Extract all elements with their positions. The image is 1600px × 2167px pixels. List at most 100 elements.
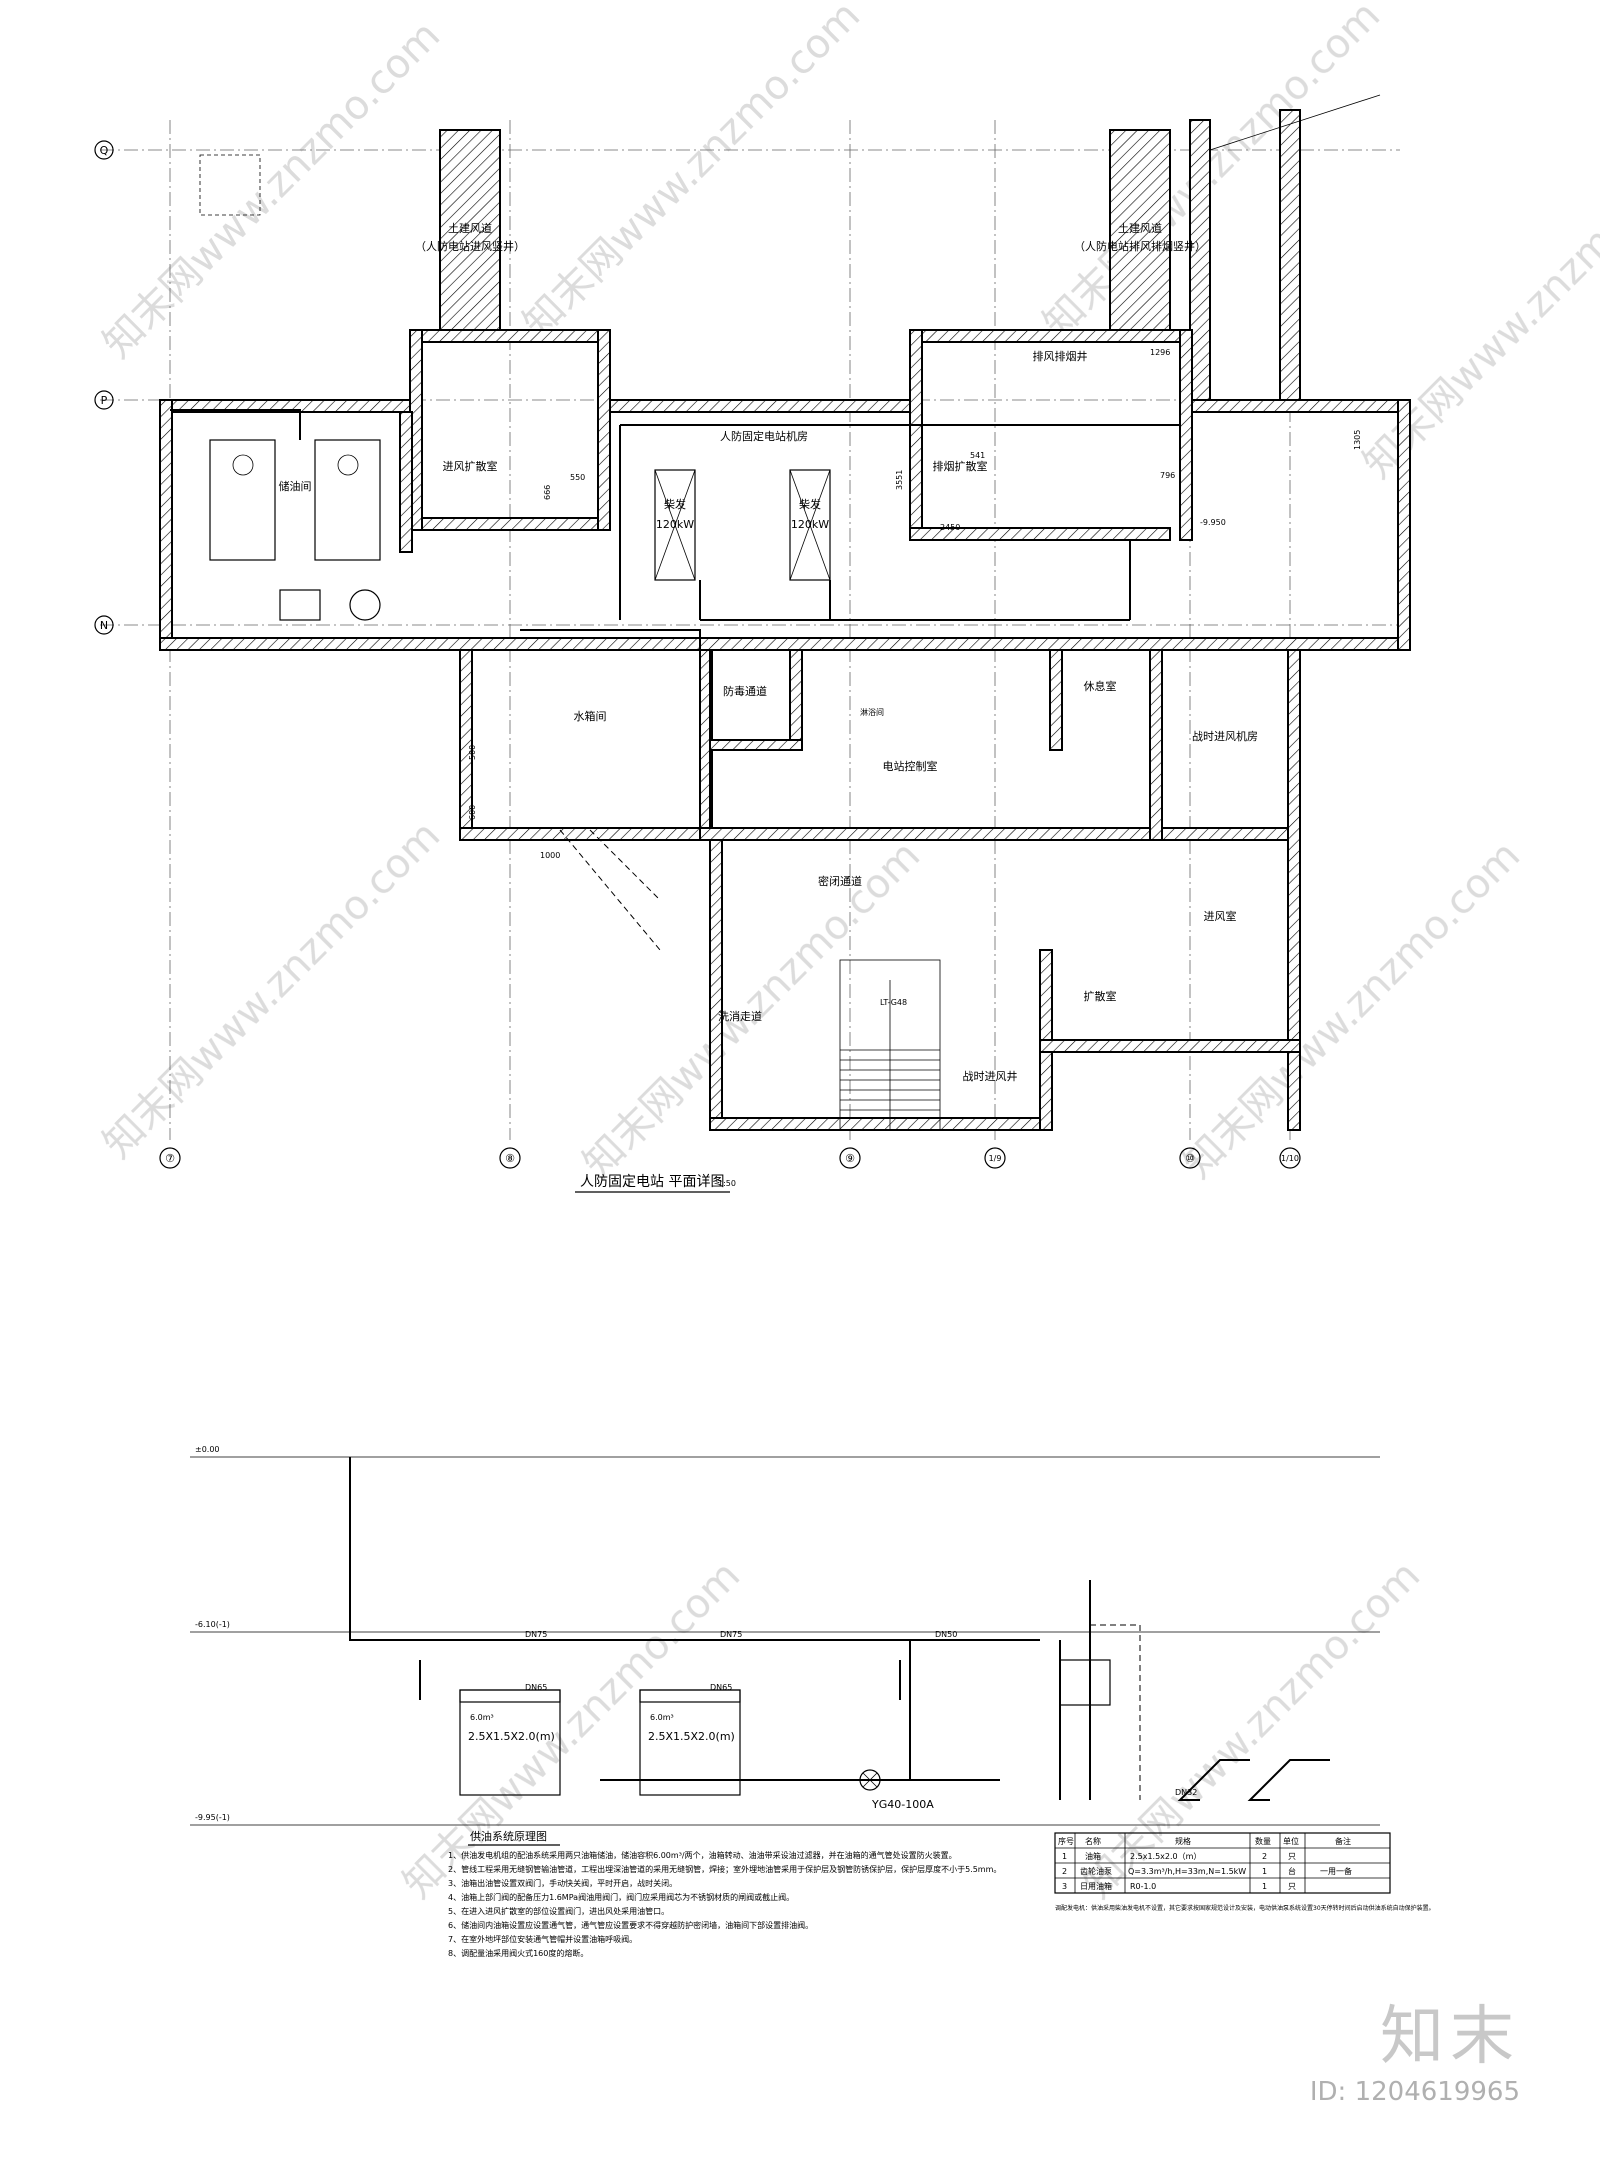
svg-text:油箱: 油箱	[1085, 1851, 1101, 1861]
oil-tanks-plan	[209, 439, 381, 621]
axis-bubble-q	[94, 140, 114, 160]
axis-bubble-8	[499, 1147, 521, 1169]
svg-text:R0-1.0: R0-1.0	[1130, 1882, 1156, 1891]
svg-text:DN65: DN65	[710, 1683, 732, 1692]
brand-id: ID: 1204619965	[1309, 2077, 1520, 2107]
svg-text:2: 2	[1262, 1852, 1267, 1861]
svg-text:5、在进入进风扩散室的部位设置阀门，进出风处采用油管口。: 5、在进入进风扩散室的部位设置阀门，进出风处采用油管口。	[448, 1906, 669, 1916]
shaft-left-sub: （人防电站进风竖井）	[415, 239, 525, 253]
svg-text:知末网www.znzmo.com: 知末网www.znzmo.com	[1175, 833, 1530, 1188]
brand-name: 知末	[1380, 2000, 1520, 2074]
day-tank	[1059, 1659, 1111, 1706]
svg-text:2、管线工程采用无缝钢管输油管道，工程出埋深油管道的采用无缝: 2、管线工程采用无缝钢管输油管道，工程出埋深油管道的采用无缝钢管，焊接；室外埋地…	[448, 1864, 1001, 1874]
shaft-left-title: 土建风道	[448, 221, 492, 235]
svg-text:DN65: DN65	[525, 1683, 547, 1692]
axis-bubble-9	[839, 1147, 861, 1169]
svg-text:±0.00: ±0.00	[195, 1445, 220, 1454]
svg-text:1: 1	[1262, 1867, 1267, 1876]
generator-1	[654, 469, 696, 581]
svg-text:⑧: ⑧	[505, 1152, 515, 1165]
svg-text:3、油箱出油管设置双阀门，手动快关阀，平时开启，战时关闭。: 3、油箱出油管设置双阀门，手动快关阀，平时开启，战时关闭。	[448, 1878, 677, 1888]
watermark-layer: 知末网www.znzmo.com 知末网www.znzmo.com 知末网www…	[95, 0, 1600, 1907]
svg-text:序号: 序号	[1058, 1836, 1074, 1846]
svg-text:2: 2	[1062, 1867, 1067, 1876]
system-notes: 供油系统原理图 1、供油发电机组的配油系统采用两只油箱储油，储油容积6.00m³…	[448, 1829, 1001, 1958]
shafts: 土建风道 （人防电站进风竖井） 土建风道 （人防电站排风排烟竖井）	[199, 94, 1381, 411]
svg-text:550: 550	[570, 473, 585, 482]
svg-text:排风排烟井: 排风排烟井	[1033, 349, 1088, 363]
svg-text:休息室: 休息室	[1084, 679, 1117, 693]
svg-text:只: 只	[1288, 1852, 1296, 1861]
svg-text:600: 600	[468, 805, 477, 820]
svg-text:3: 3	[1062, 1882, 1067, 1891]
svg-text:进风室: 进风室	[1204, 909, 1237, 923]
svg-text:知末网www.znzmo.com: 知末网www.znzmo.com	[1035, 0, 1390, 347]
svg-text:3551: 3551	[895, 470, 904, 490]
stair: LT-G48	[840, 980, 940, 1130]
svg-text:数量: 数量	[1255, 1836, 1271, 1846]
svg-text:-6.10(-1): -6.10(-1)	[195, 1620, 230, 1629]
svg-text:500: 500	[468, 745, 477, 760]
shaft-right-title: 土建风道	[1118, 221, 1162, 235]
room-labels: 人防固定电站机房 进风扩散室 排风排烟井 排烟扩散室 储油间 水箱间 防毒通道 …	[279, 349, 1259, 1083]
svg-text:1305: 1305	[1353, 430, 1362, 450]
svg-text:N: N	[100, 619, 108, 632]
svg-text:1/10: 1/10	[1281, 1154, 1299, 1163]
svg-text:柴发: 柴发	[664, 497, 686, 511]
svg-text:洗消走道: 洗消走道	[718, 1009, 762, 1023]
svg-text:知末网www.znzmo.com: 知末网www.znzmo.com	[95, 13, 450, 368]
svg-text:8、调配量油采用阀火式160度的熔断。: 8、调配量油采用阀火式160度的熔断。	[448, 1948, 588, 1958]
svg-text:6.0m³: 6.0m³	[470, 1713, 494, 1722]
svg-text:4、油箱上部门阀的配备压力1.6MPa阀油用阀门，阀门应采用: 4、油箱上部门阀的配备压力1.6MPa阀油用阀门，阀门应采用阀芯为不锈钢材质的闸…	[448, 1892, 794, 1902]
axis-bubble-p	[94, 390, 114, 410]
svg-text:单位: 单位	[1283, 1836, 1299, 1846]
svg-text:⑩: ⑩	[1185, 1152, 1195, 1165]
svg-text:水箱间: 水箱间	[574, 709, 607, 723]
svg-text:1: 1	[1062, 1852, 1067, 1861]
svg-text:796: 796	[1160, 471, 1175, 480]
svg-text:知末网www.znzmo.com: 知末网www.znzmo.com	[1355, 133, 1600, 488]
svg-text:2.5X1.5X2.0(m): 2.5X1.5X2.0(m)	[468, 1730, 555, 1743]
svg-text:人防固定电站机房: 人防固定电站机房	[720, 429, 808, 443]
svg-text:只: 只	[1288, 1882, 1296, 1891]
svg-text:⑦: ⑦	[165, 1152, 175, 1165]
axis-bubble-10	[1179, 1147, 1201, 1169]
svg-text:YG40-100A: YG40-100A	[871, 1798, 934, 1811]
svg-text:2450: 2450	[940, 523, 960, 532]
svg-text:知末网www.znzmo.com: 知末网www.znzmo.com	[95, 813, 450, 1168]
svg-text:知末网www.znzmo.com: 知末网www.znzmo.com	[1075, 1553, 1430, 1908]
generator-2	[789, 469, 831, 581]
svg-text:排烟扩散室: 排烟扩散室	[933, 459, 988, 473]
axis-bubble-1-9	[984, 1147, 1006, 1169]
svg-text:120kW: 120kW	[656, 518, 694, 531]
svg-text:知末网www.znzmo.com: 知末网www.znzmo.com	[515, 0, 870, 347]
svg-text:防毒通道: 防毒通道	[723, 684, 767, 698]
svg-text:120kW: 120kW	[791, 518, 829, 531]
svg-text:密闭通道: 密闭通道	[818, 874, 862, 888]
axis-grid: Q P N ⑦ ⑧ ⑨ 1/9 ⑩ 1/10	[94, 120, 1400, 1169]
svg-text:1、供油发电机组的配油系统采用两只油箱储油，储油容积6.00: 1、供油发电机组的配油系统采用两只油箱储油，储油容积6.00m³/两个，油箱转动…	[448, 1850, 957, 1860]
generators: 柴发 120kW 柴发 120kW	[654, 469, 831, 581]
axis-bubble-7	[159, 1147, 181, 1169]
svg-text:-9.95(-1): -9.95(-1)	[195, 1813, 230, 1822]
svg-text:DN50: DN50	[935, 1630, 957, 1639]
svg-text:2.5X1.5X2.0(m): 2.5X1.5X2.0(m)	[648, 1730, 735, 1743]
svg-text:扩散室: 扩散室	[1084, 989, 1117, 1003]
axis-bubble-1-10	[1279, 1147, 1301, 1169]
svg-text:齿轮油泵: 齿轮油泵	[1080, 1866, 1112, 1876]
svg-text:541: 541	[970, 451, 985, 460]
pipes-plan	[170, 409, 1180, 951]
dimensions: 550 666 3551 541 2450 796 1296 1000 500 …	[468, 348, 1362, 860]
brand-logo: 知末 ID: 1204619965	[1310, 1985, 1520, 2107]
svg-text:日用油箱: 日用油箱	[1080, 1881, 1112, 1891]
svg-text:备注: 备注	[1335, 1836, 1351, 1846]
svg-text:进风扩散室: 进风扩散室	[443, 459, 498, 473]
svg-text:Q: Q	[100, 144, 109, 157]
svg-text:电站控制室: 电站控制室	[883, 759, 938, 773]
svg-text:DN75: DN75	[720, 1630, 742, 1639]
oil-system-diagram: ±0.00 -6.10(-1) -9.95(-1) 6.0m³ 2.5X1.5X…	[190, 1445, 1380, 1826]
svg-text:⑨: ⑨	[845, 1152, 855, 1165]
svg-text:柴发: 柴发	[799, 497, 821, 511]
svg-text:6.0m³: 6.0m³	[650, 1713, 674, 1722]
